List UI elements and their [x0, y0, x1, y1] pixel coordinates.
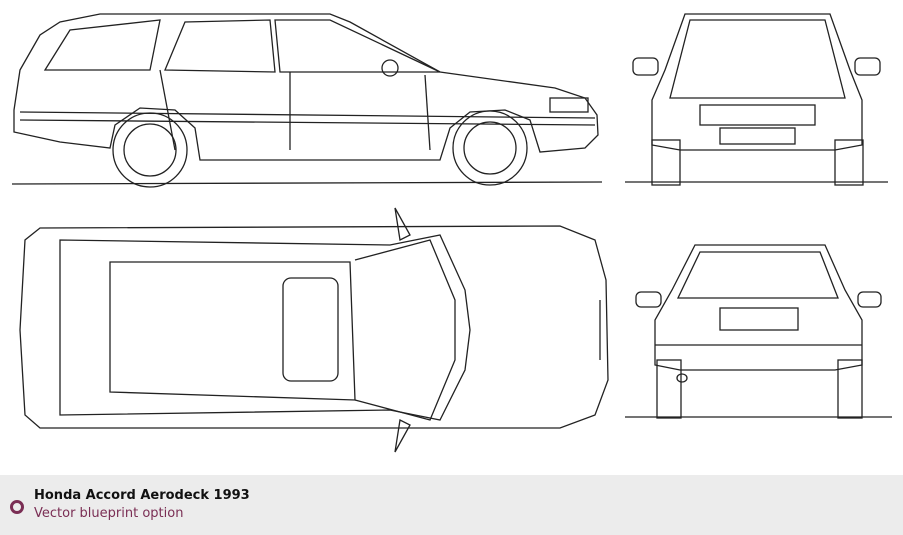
- car-blueprint-svg: [11, 13, 892, 453]
- bullet-ring-icon: [10, 500, 24, 514]
- side-view: [11, 13, 603, 188]
- blueprint-title[interactable]: Honda Accord Aerodeck 1993: [34, 488, 250, 503]
- caption-bar: [0, 475, 903, 535]
- rear-view: [625, 244, 892, 419]
- top-view: [19, 207, 609, 453]
- blueprint-drawing: [11, 13, 892, 453]
- front-view: [625, 13, 888, 186]
- blueprint-subtitle: Vector blueprint option: [34, 506, 184, 521]
